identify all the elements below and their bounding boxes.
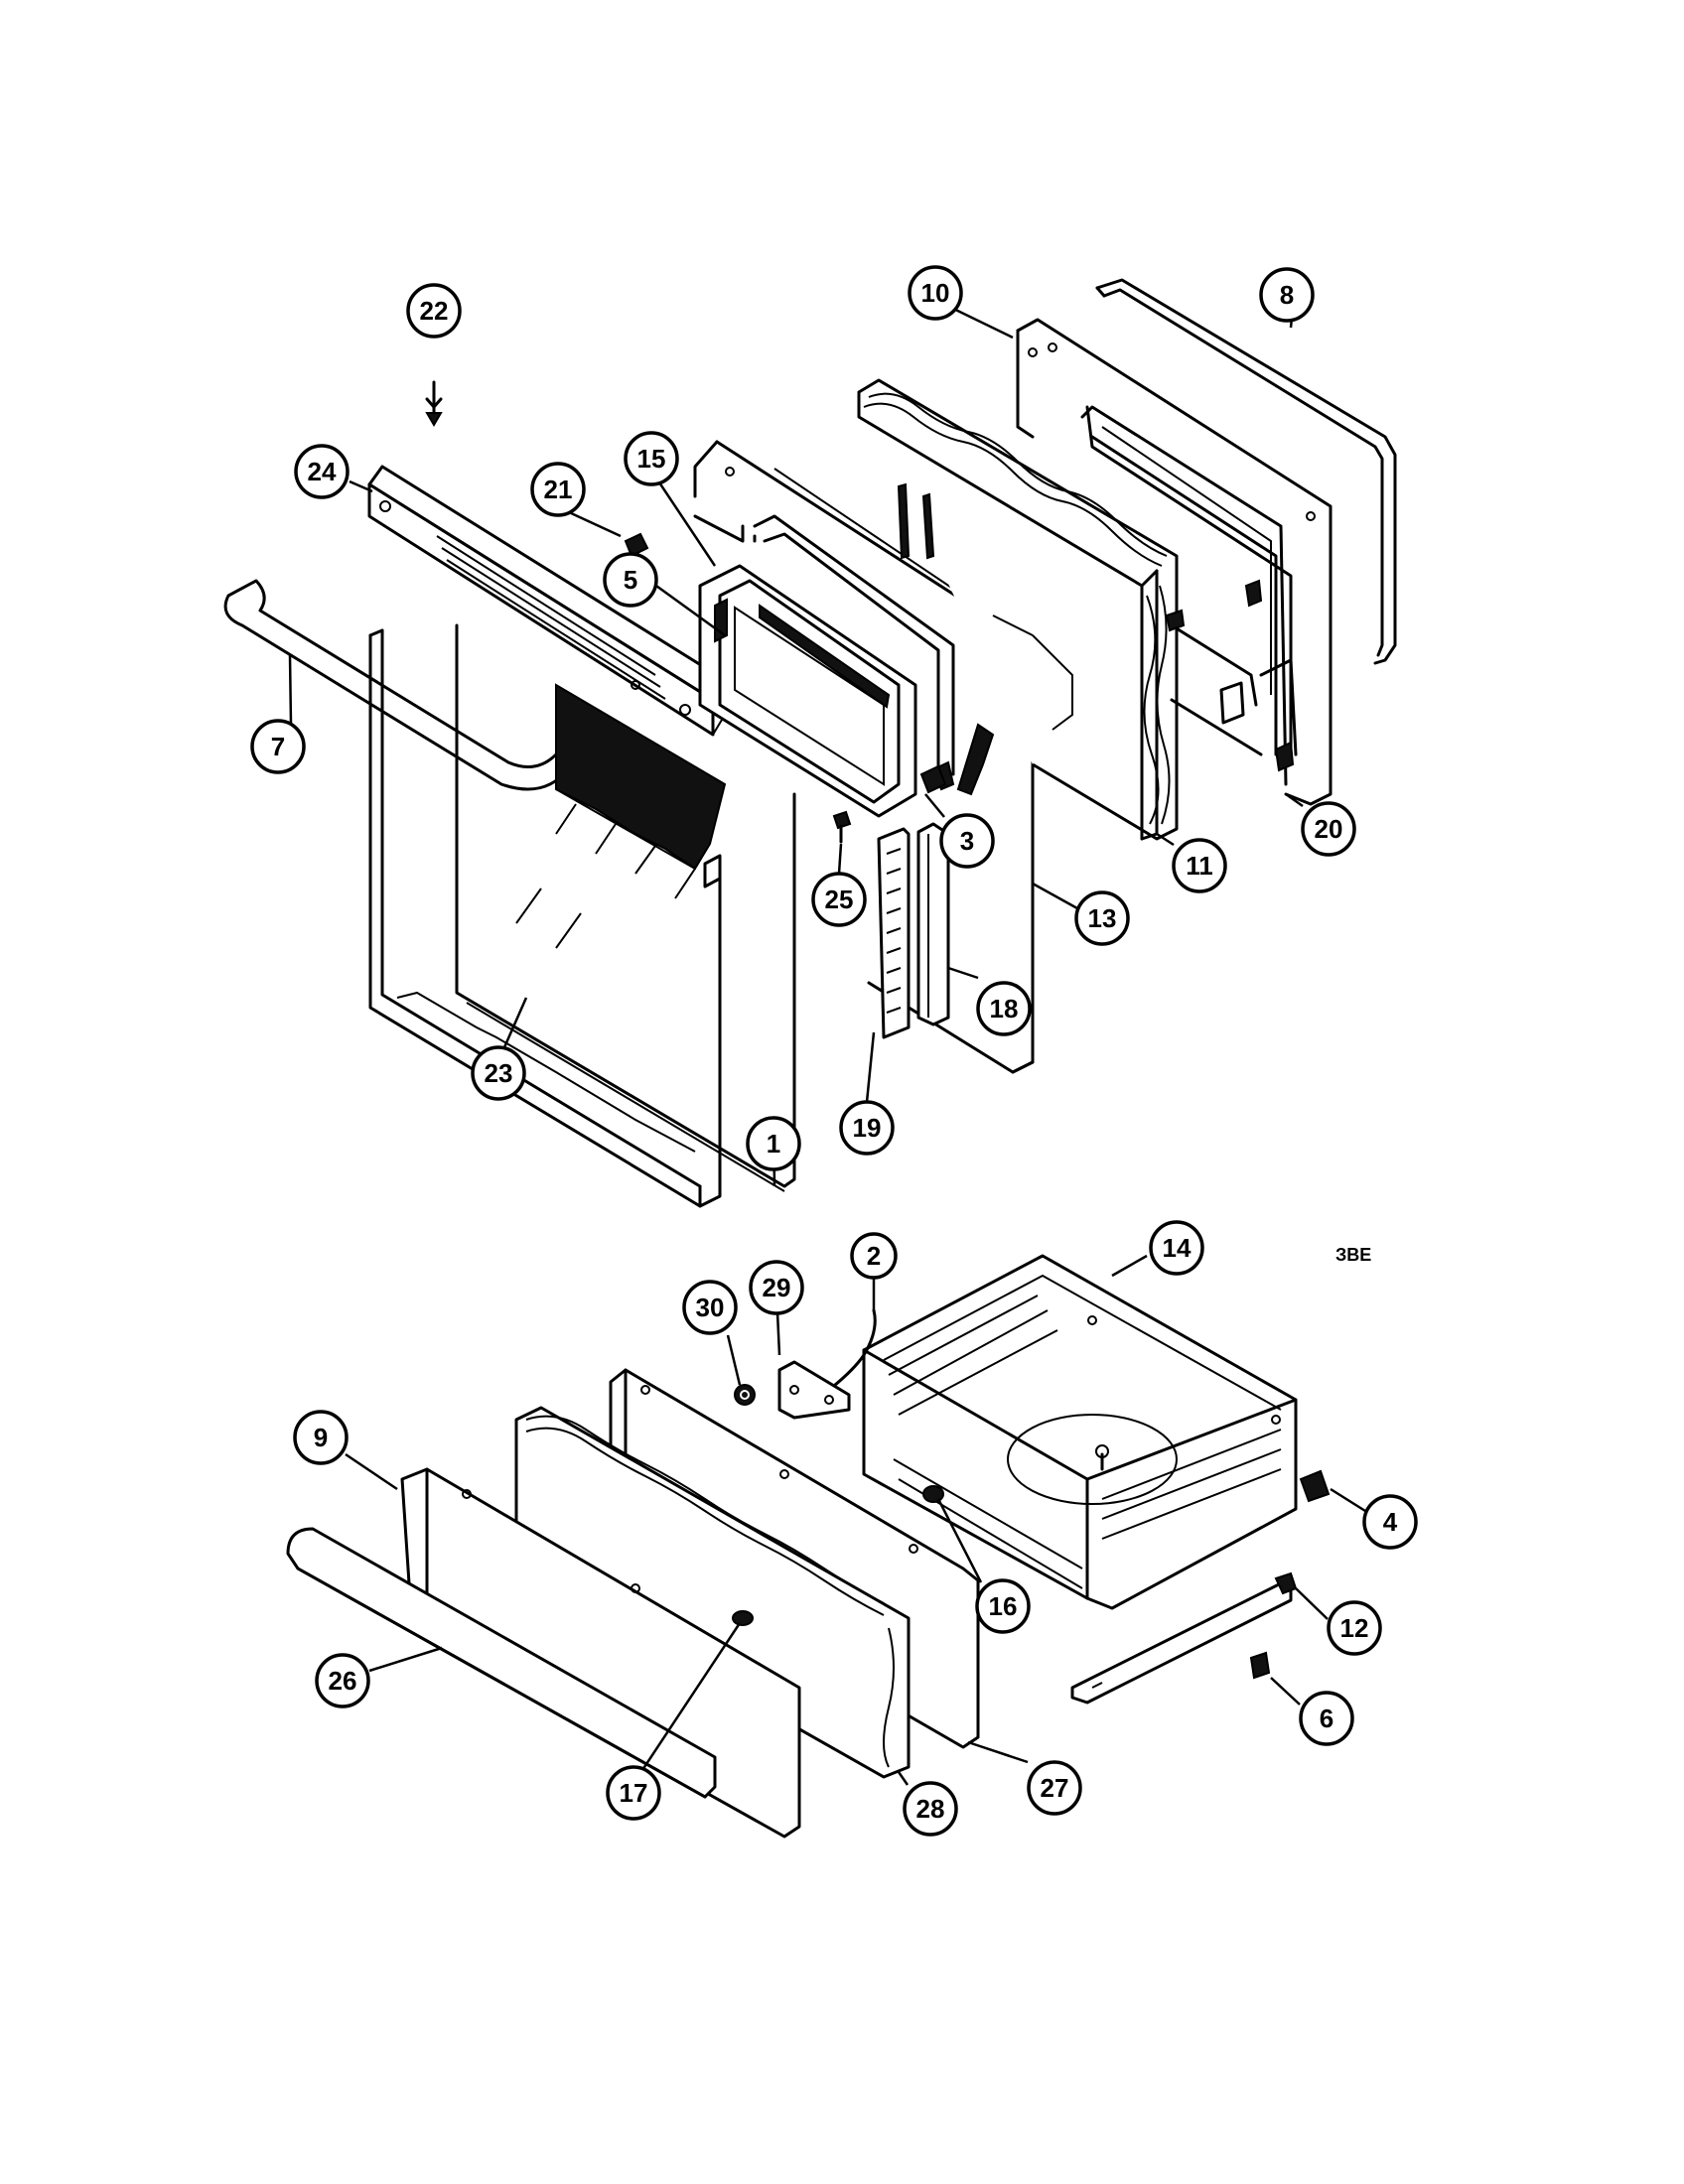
stray-mark: ЗВЕ — [1335, 1245, 1371, 1265]
svg-text:6: 6 — [1320, 1704, 1333, 1733]
svg-text:11: 11 — [1186, 851, 1213, 881]
svg-text:8: 8 — [1280, 280, 1294, 310]
svg-text:25: 25 — [825, 885, 854, 914]
leader-lines — [288, 297, 1366, 1786]
callout-16: 16 — [975, 1578, 1031, 1634]
callout-27: 27 — [1027, 1760, 1082, 1816]
glass-reflection-lines — [515, 803, 696, 949]
vent-slots — [379, 500, 691, 716]
part-11-insulation — [857, 378, 1179, 841]
part-30-nut — [734, 1384, 756, 1406]
svg-text:3: 3 — [960, 826, 974, 856]
svg-text:2: 2 — [867, 1241, 881, 1271]
callout-4: 4 — [1362, 1494, 1418, 1550]
callout-29: 29 — [749, 1260, 804, 1315]
callout-22: 22 — [406, 283, 462, 339]
callout-19: 19 — [839, 1100, 895, 1156]
callout-30: 30 — [682, 1280, 738, 1335]
svg-text:23: 23 — [485, 1058, 513, 1088]
callout-5: 5 — [603, 552, 658, 608]
part-17-screw — [732, 1610, 754, 1626]
part-8-door-gasket — [1095, 278, 1397, 665]
part-29-bracket — [777, 1360, 851, 1420]
svg-text:9: 9 — [314, 1423, 328, 1452]
part-14-drawer-body — [862, 1254, 1298, 1610]
part-25-screw — [832, 810, 852, 844]
drawer-assembly — [286, 1254, 1331, 1839]
part-21-screw — [624, 532, 649, 558]
part-19-vent-strip — [877, 827, 911, 1039]
part-18-side-trim — [916, 822, 950, 1026]
callout-11: 11 — [1172, 838, 1227, 893]
svg-text:26: 26 — [329, 1666, 357, 1696]
callout-12: 12 — [1327, 1600, 1382, 1656]
callout-13: 13 — [1074, 890, 1130, 946]
callout-24: 24 — [294, 444, 350, 499]
callout-14: 14 — [1149, 1220, 1204, 1276]
svg-text:19: 19 — [853, 1113, 882, 1143]
callout-8: 8 — [1259, 267, 1315, 323]
part-26-drawer-trim — [286, 1527, 717, 1799]
part-22-screw — [425, 380, 443, 427]
part-1-door-glass — [455, 623, 796, 1192]
svg-text:7: 7 — [271, 732, 285, 761]
callout-26: 26 — [315, 1653, 370, 1708]
callout-21: 21 — [530, 462, 586, 517]
part-2-wire — [827, 1308, 877, 1392]
svg-text:21: 21 — [544, 475, 573, 504]
part-10-door-liner — [1016, 318, 1333, 806]
callout-2: 2 — [850, 1232, 898, 1280]
vent-strip-holes — [886, 848, 902, 1014]
part-4-clip — [1299, 1469, 1331, 1503]
svg-text:29: 29 — [763, 1273, 791, 1302]
callout-10: 10 — [908, 265, 963, 321]
svg-text:13: 13 — [1088, 903, 1117, 933]
svg-text:24: 24 — [308, 457, 337, 486]
part-20-hinge — [1219, 681, 1295, 772]
part-16-drawer-bumper — [922, 1485, 944, 1503]
callout-15: 15 — [624, 431, 679, 486]
part-12-drawer-rail — [1070, 1571, 1298, 1705]
svg-text:5: 5 — [624, 565, 637, 595]
insulation-wave-lines — [863, 392, 1171, 825]
svg-text:20: 20 — [1315, 814, 1343, 844]
svg-text:15: 15 — [637, 444, 666, 474]
svg-text:18: 18 — [990, 994, 1019, 1024]
callout-28: 28 — [903, 1781, 958, 1837]
callout-25: 25 — [811, 872, 867, 927]
svg-text:27: 27 — [1041, 1773, 1069, 1803]
callout-17: 17 — [606, 1765, 661, 1821]
svg-text:28: 28 — [916, 1794, 945, 1824]
svg-text:14: 14 — [1163, 1233, 1192, 1263]
svg-text:4: 4 — [1383, 1507, 1398, 1537]
oven-door-assembly — [223, 278, 1397, 1208]
svg-text:12: 12 — [1340, 1613, 1369, 1643]
callout-18: 18 — [976, 981, 1032, 1036]
part-15-window-pack — [698, 564, 917, 818]
callout-20: 20 — [1301, 801, 1356, 857]
svg-text:22: 22 — [420, 296, 449, 326]
callouts: 1 2 3 4 5 6 7 8 9 10 11 12 13 14 15 16 1… — [250, 265, 1418, 1837]
callout-6: 6 — [1299, 1691, 1354, 1746]
part-6-clip — [1249, 1651, 1271, 1680]
part-23-door-frame — [368, 628, 722, 1208]
callout-1: 1 — [746, 1116, 801, 1171]
svg-text:1: 1 — [767, 1129, 780, 1159]
svg-text:16: 16 — [989, 1591, 1018, 1621]
drawer-insulation-waves — [525, 1415, 895, 1768]
callout-7: 7 — [250, 719, 306, 774]
callout-23: 23 — [471, 1045, 526, 1101]
svg-text:30: 30 — [696, 1293, 725, 1322]
svg-text:17: 17 — [620, 1778, 648, 1808]
part-3-clip — [919, 764, 947, 794]
callout-9: 9 — [293, 1410, 349, 1465]
svg-text:10: 10 — [921, 278, 950, 308]
callout-3: 3 — [939, 813, 995, 869]
